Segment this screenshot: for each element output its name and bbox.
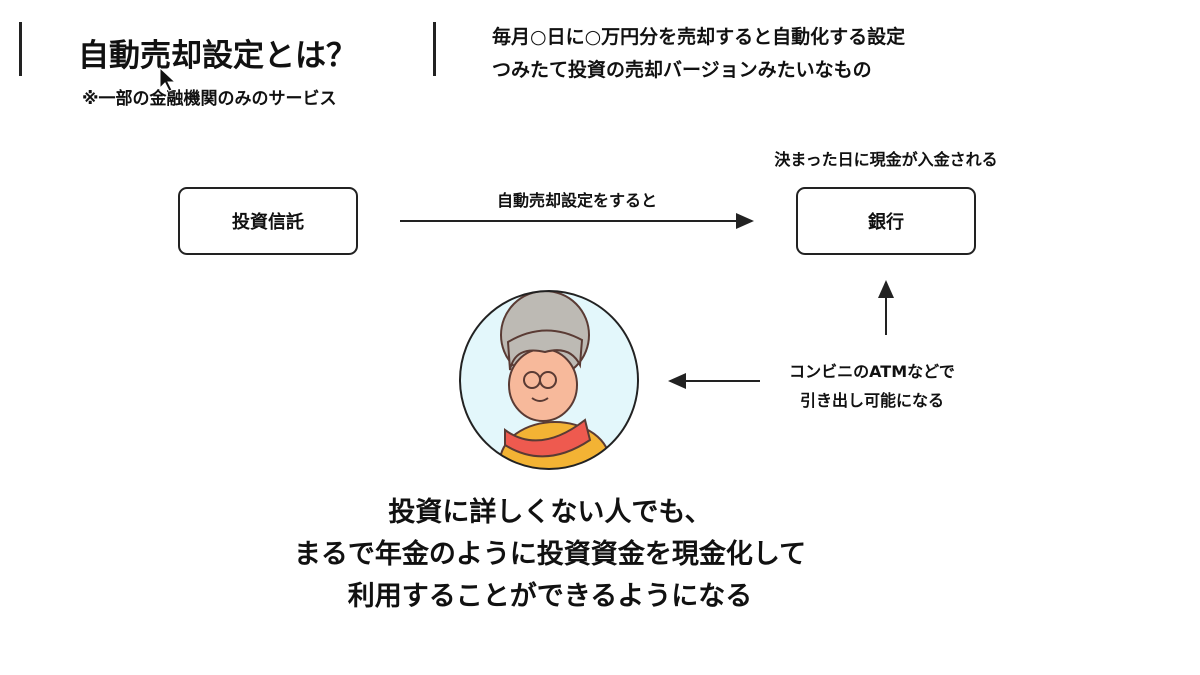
description-line-2: つみたて投資の売却バージョンみたいなもの — [492, 59, 872, 81]
bank-box: 銀行 — [796, 187, 976, 255]
grandmother-avatar-icon — [459, 290, 639, 470]
conclusion-line-1: 投資に詳しくない人でも、 — [388, 497, 712, 528]
conclusion-line-3: 利用することができるようになる — [347, 581, 753, 612]
title-note: ※一部の金融機関のみのサービス — [82, 89, 337, 109]
bank-deposit-label: 決まった日に現金が入金される — [774, 150, 998, 169]
page-title: 自動売却設定とは？ — [78, 38, 357, 74]
conclusion-line-2: まるで年金のように投資資金を現金化して — [293, 539, 807, 570]
investment-trust-label: 投資信託 — [232, 212, 304, 233]
atm-label-line-1: コンビニのATMなどで — [789, 362, 955, 381]
header-divider — [433, 22, 436, 76]
description-line-1: 毎月○日に○万円分を売却すると自動化する設定 — [492, 26, 906, 48]
conclusion: 投資に詳しくない人でも、 まるで年金のように投資資金を現金化して 利用することが… — [200, 492, 900, 618]
arrow-label: 自動売却設定をすると — [496, 191, 657, 210]
left-accent-bar — [19, 22, 22, 76]
atm-label-line-2: 引き出し可能になる — [799, 391, 944, 410]
investment-trust-box: 投資信託 — [178, 187, 358, 255]
bank-label: 銀行 — [868, 212, 904, 233]
